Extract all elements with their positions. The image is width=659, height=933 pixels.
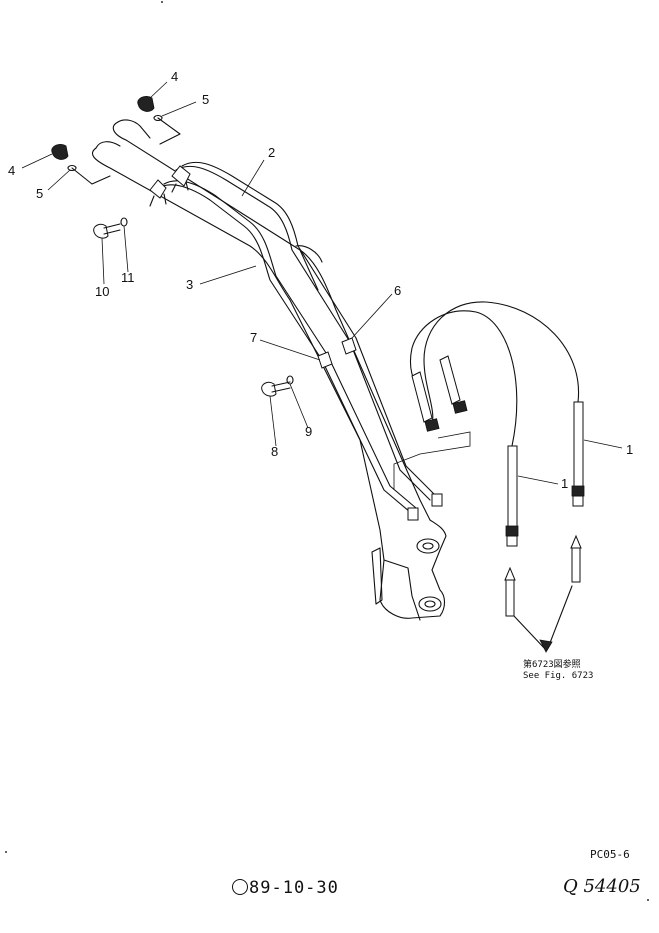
bolt-10 xyxy=(93,217,128,239)
leader-lines xyxy=(21,81,623,485)
o-ring-5-upper xyxy=(153,114,181,145)
o-ring-5-left xyxy=(67,164,111,185)
see-fig-english: See Fig. 6723 xyxy=(523,671,593,681)
label-part-7: 7 xyxy=(250,330,257,345)
label-part-5-upper: 5 xyxy=(202,92,209,107)
part-labels: 4 5 4 5 2 3 6 7 8 9 10 11 1 1 第6723図参照 S… xyxy=(8,69,633,681)
nut-4-upper xyxy=(137,96,155,112)
bolt-8 xyxy=(261,375,294,397)
label-part-10: 10 xyxy=(95,284,109,299)
label-part-11: 11 xyxy=(121,270,135,285)
revision-date-text: 89-10-30 xyxy=(249,878,339,898)
label-part-9: 9 xyxy=(305,424,312,439)
hose-1-left xyxy=(409,310,519,547)
pipe-3 xyxy=(157,180,417,513)
label-part-8: 8 xyxy=(271,444,278,459)
hose-top-fittings xyxy=(393,355,471,490)
label-part-5-left: 5 xyxy=(36,186,43,201)
revision-date: 89-10-30 xyxy=(232,878,339,898)
revision-mark-icon xyxy=(232,879,248,895)
label-part-4-upper: 4 xyxy=(171,69,178,84)
see-fig-japanese: 第6723図参照 xyxy=(523,658,581,670)
label-part-4-left: 4 xyxy=(8,163,15,178)
label-part-2: 2 xyxy=(268,145,275,160)
part-code: Q 54405 xyxy=(563,876,641,897)
hose-1-right xyxy=(423,301,585,507)
label-part-1-left: 1 xyxy=(561,476,568,491)
label-part-6: 6 xyxy=(394,283,401,298)
pipe-end-fittings xyxy=(149,165,191,207)
label-part-1-right: 1 xyxy=(626,442,633,457)
sheet-code: PC05-6 xyxy=(590,848,630,861)
nut-4-left xyxy=(51,144,69,160)
clamp-6 xyxy=(341,337,357,355)
lower-fittings xyxy=(407,493,443,521)
label-part-3: 3 xyxy=(186,277,193,292)
scan-marks xyxy=(5,1,649,901)
pipe-2 xyxy=(175,161,437,501)
boom-body xyxy=(92,119,447,621)
clamp-7 xyxy=(317,351,333,369)
loose-tube-ends xyxy=(504,534,582,653)
